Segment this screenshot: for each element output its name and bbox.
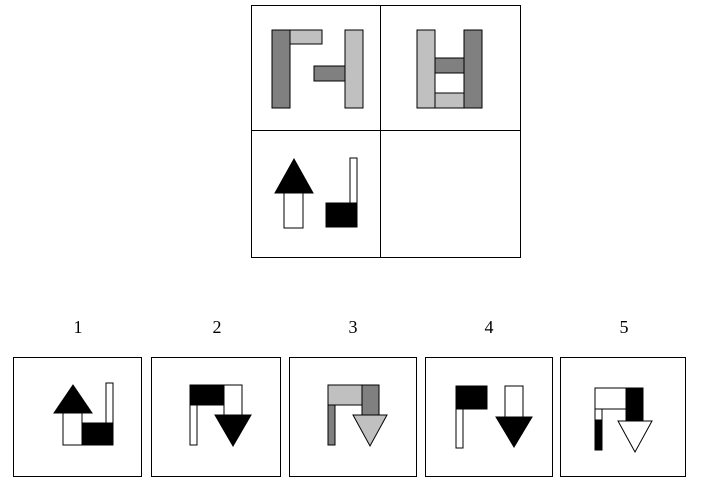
light-gray-bottom-rung xyxy=(434,92,465,109)
figure-gray-ladder xyxy=(416,29,483,109)
dark-gray-middle-bar xyxy=(313,65,346,82)
option-label-1: 1 xyxy=(73,317,83,337)
white-top-block xyxy=(594,387,627,410)
light-gray-top-bar xyxy=(289,29,323,45)
option-2-figure xyxy=(189,384,252,447)
white-thin-vertical-bar xyxy=(349,157,358,204)
figure-gray-bars-pair xyxy=(271,29,364,109)
light-gray-vertical-bar xyxy=(344,29,364,109)
option-label-2: 2 xyxy=(212,317,222,337)
black-triangle-down xyxy=(214,414,252,447)
black-top-block xyxy=(189,384,225,406)
white-arrow-shaft xyxy=(62,412,83,446)
black-triangle-up xyxy=(274,157,314,194)
answer-option-5[interactable] xyxy=(560,357,686,477)
option-label-4: 4 xyxy=(484,317,494,337)
dark-gray-middle-rung xyxy=(434,57,465,74)
white-arrow-shaft xyxy=(504,385,524,418)
light-gray-triangle-down xyxy=(352,414,388,448)
option-3-figure xyxy=(327,384,388,448)
black-triangle-down xyxy=(495,416,533,448)
option-label-5: 5 xyxy=(619,317,629,337)
matrix-cell-r1c2 xyxy=(380,5,521,132)
answer-option-3[interactable] xyxy=(289,357,417,477)
option-label-3: 3 xyxy=(348,317,358,337)
black-square-block xyxy=(81,422,114,446)
option-5-figure xyxy=(594,387,653,454)
figure-arrow-and-hook xyxy=(274,157,358,229)
option-4-figure xyxy=(455,385,533,449)
dark-gray-right-bar xyxy=(463,29,483,109)
light-gray-left-bar xyxy=(416,29,436,109)
answer-option-4[interactable] xyxy=(425,357,553,477)
dark-gray-vertical-bar xyxy=(271,29,291,109)
black-square-block xyxy=(325,202,358,228)
option-1-figure xyxy=(53,382,114,446)
light-gray-top-block xyxy=(327,384,363,406)
white-thin-vertical-bar xyxy=(105,382,114,424)
dark-gray-arrow-shaft xyxy=(361,384,380,416)
puzzle-matrix xyxy=(251,5,521,258)
black-bottom-segment xyxy=(594,419,603,451)
matrix-cell-r1c1 xyxy=(251,5,382,132)
matrix-cell-r2c1 xyxy=(251,130,382,258)
answer-option-1[interactable] xyxy=(13,357,142,477)
answer-option-2[interactable] xyxy=(151,357,281,477)
white-arrow-shaft xyxy=(283,192,304,229)
black-triangle-up xyxy=(53,384,93,414)
black-arrow-shaft xyxy=(625,387,644,422)
black-top-block xyxy=(455,385,488,410)
white-arrow-shaft xyxy=(223,384,243,416)
matrix-cell-r2c2-blank xyxy=(380,130,521,258)
white-triangle-down xyxy=(617,420,653,454)
